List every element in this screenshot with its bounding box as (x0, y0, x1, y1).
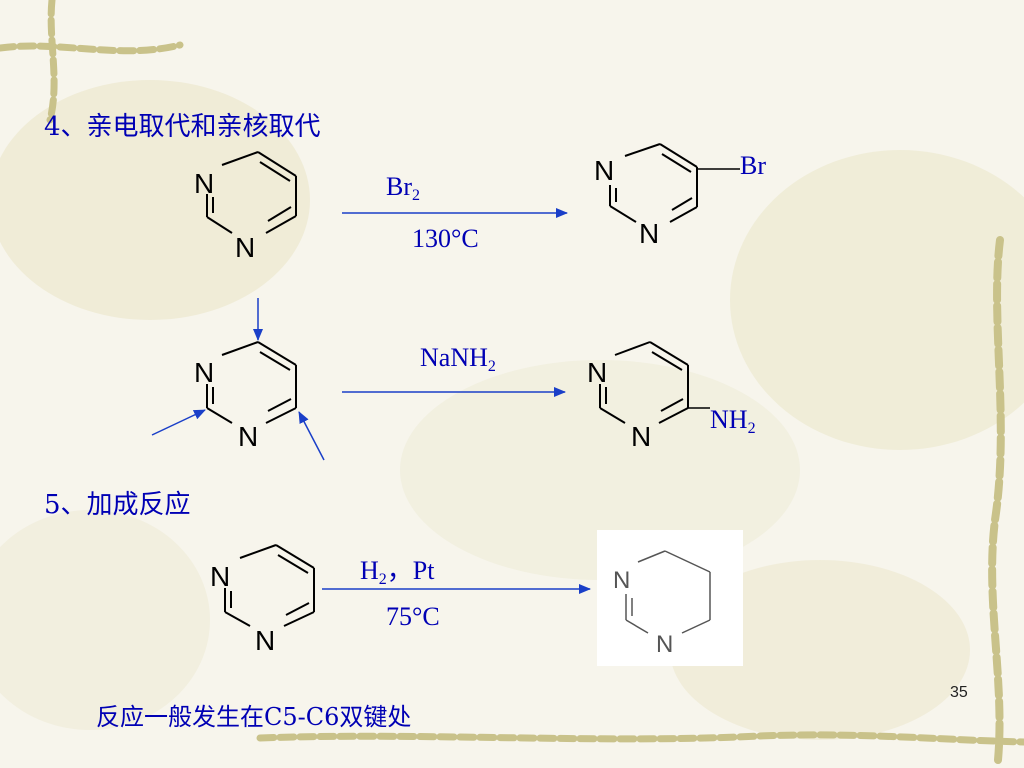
reactive-site-arrow-c2 (151, 409, 206, 436)
vine-bottom (256, 731, 1024, 746)
background-leaf-blob (400, 360, 800, 580)
vine-top-left (0, 0, 184, 124)
atom-label-n3: N (631, 421, 651, 452)
reactive-site-arrow-c6 (298, 411, 325, 461)
molecule-pyrimidine (206, 151, 297, 234)
substituent-amino: NH2 (710, 405, 756, 438)
background-leaf-blob (0, 510, 210, 730)
molecule-pyrimidine (224, 544, 315, 627)
reagent-subscript: 2 (412, 187, 420, 204)
heading-addition: 5、加成反应 (44, 490, 191, 520)
atom-label-n1: N (594, 155, 614, 186)
reagent-subscript: 2 (378, 571, 387, 588)
background-leaf-blob (0, 80, 310, 320)
atom-label-n1: N (210, 561, 230, 592)
atom-label-n1: N (194, 168, 214, 199)
atom-label-n3: N (656, 631, 673, 658)
reaction-site-note: 反应一般发生在C5-C6双键处 (96, 703, 412, 731)
substituent-text: NH (710, 405, 748, 434)
heading-substitution: 4、亲电取代和亲核取代 (44, 112, 321, 142)
reagent-text: NaNH (420, 343, 488, 372)
atom-label-n3: N (255, 625, 275, 656)
atom-label-n1: N (587, 357, 607, 388)
molecule-tetrahydropyrimidine (625, 550, 711, 634)
molecule-aminopyrimidine (599, 341, 710, 424)
reagent-text: H (360, 556, 379, 585)
condition-temperature: 75°C (386, 602, 440, 631)
reagent-subscript: 2 (487, 358, 496, 375)
atom-label-n1: N (194, 357, 214, 388)
reagent-sodium-amide: NaNH2 (420, 343, 496, 376)
molecule-5-bromopyrimidine (609, 143, 740, 223)
page-number: 35 (950, 684, 968, 701)
atom-label-n3: N (639, 218, 659, 249)
substituent-subscript: 2 (747, 420, 756, 437)
atom-label-n3: N (235, 232, 255, 263)
reagent-bromine: Br2 (386, 172, 420, 205)
reagent-hydrogen-platinum: H2，Pt (360, 550, 434, 589)
background-leaf-blob (730, 150, 1024, 450)
atom-label-n3: N (238, 421, 258, 452)
atom-label-n1: N (613, 567, 630, 594)
background-leaf-blob (670, 560, 970, 740)
condition-temperature: 130°C (412, 224, 479, 253)
reagent-catalyst: ，Pt (386, 556, 435, 585)
reagent-text: Br (386, 172, 412, 201)
vine-right (988, 236, 1005, 764)
molecule-pyrimidine (206, 341, 297, 424)
substituent-bromo: Br (740, 151, 766, 180)
